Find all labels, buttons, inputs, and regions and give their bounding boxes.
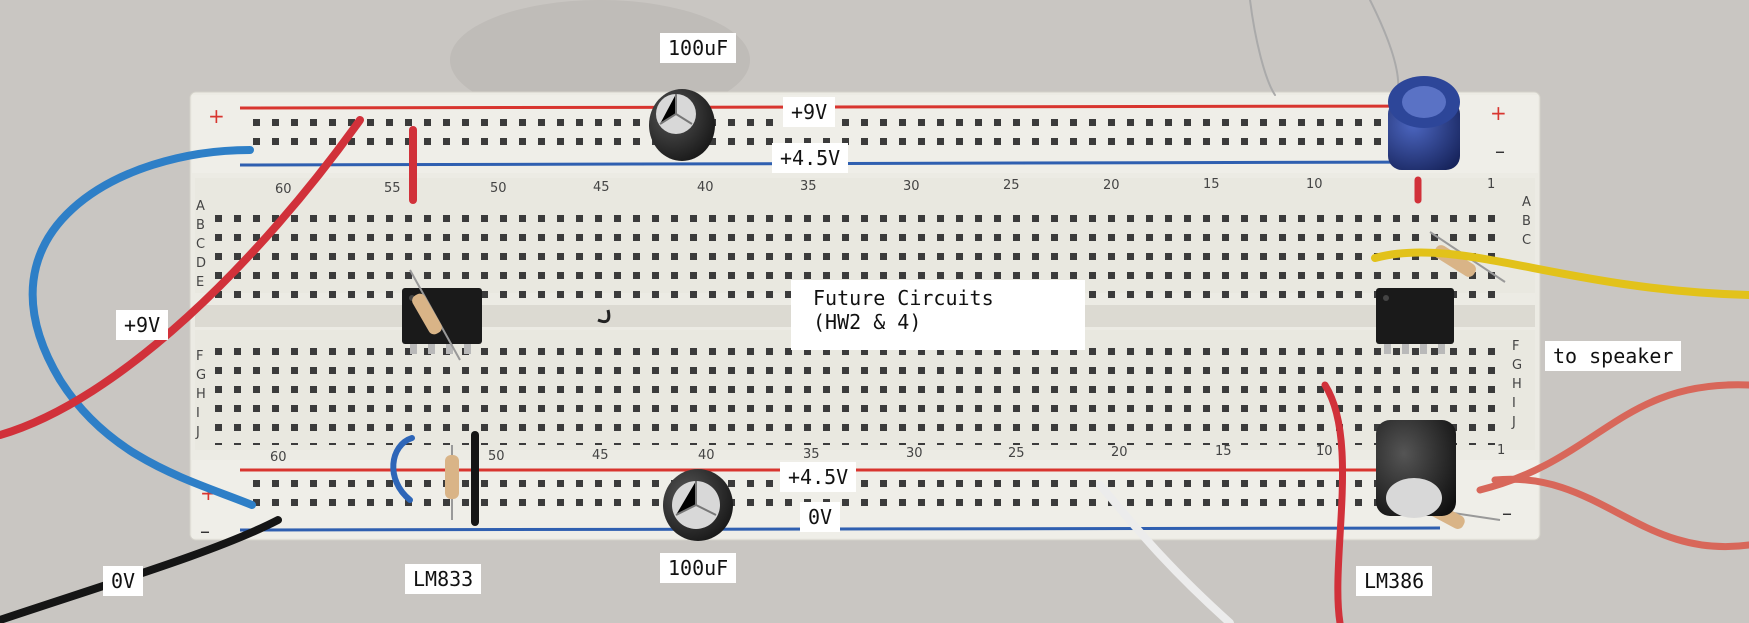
column-number: 15 [1203,177,1220,192]
blue-jumper-bottom [390,435,415,503]
label-100uf-bottom: 100uF [660,553,737,583]
row-letters-top: A B C D E A B C [196,195,1531,290]
label-lm386: LM386 [1356,566,1433,596]
grey-lead-left-top [1249,0,1276,96]
label-plus9v-left: +9V [116,310,169,340]
label-plus9v-top: +9V [783,97,836,127]
label-future-circuits: Future Circuits (HW2 & 4) [791,280,1085,350]
column-number: 10 [1306,177,1323,192]
marker-mark [597,309,611,324]
blue-wire-left [28,146,256,509]
row-letter: G [1512,358,1522,373]
column-number: 25 [1008,446,1025,461]
rail-minus-bottom-right: – [1502,501,1512,525]
column-number: 40 [697,180,714,195]
row-letter: H [196,387,206,402]
column-number: 30 [906,446,923,461]
capacitor-bottom-left [663,469,733,541]
column-number: 1 [1487,177,1495,192]
column-number: 35 [800,179,817,194]
rail-minus-top-right: – [1495,139,1505,163]
row-letters-bottom: F G H I J F G H I J [195,339,1522,440]
column-number: 50 [490,181,507,196]
capacitor-top-right-blue [1388,76,1460,170]
lm386-chip [1376,288,1454,354]
row-letter: D [196,256,206,271]
row-letter: A [1522,195,1531,210]
column-number: 30 [903,179,920,194]
column-number: 55 [384,181,401,196]
speaker-wire [1476,381,1749,494]
grey-lead-top [1369,0,1400,91]
row-letter: C [1522,233,1531,248]
row-letter: J [195,425,200,440]
column-number: 25 [1003,178,1020,193]
column-number: 10 [1316,444,1333,459]
label-0v-bottom-rail: 0V [800,502,841,532]
rail-plus-top-left: + [208,104,225,128]
rail-plus-top-right: + [1490,101,1507,125]
capacitor-bottom-right [1376,420,1456,518]
row-letter: G [196,368,206,383]
column-number: 50 [488,449,505,464]
speaker-wire-lower [1491,475,1749,551]
column-number: 20 [1111,445,1128,460]
row-letter: B [1522,214,1531,229]
row-letter: F [196,349,203,364]
row-letter: H [1512,377,1522,392]
column-number: 45 [592,448,609,463]
resistor-on-lm833 [409,269,461,361]
row-letter: I [196,406,200,421]
white-wire [1096,481,1234,623]
red-wire-left [0,116,364,439]
row-letter: F [1512,339,1519,354]
column-number: 60 [270,450,287,465]
resistor-bottom-left [445,445,459,520]
column-number: 45 [593,180,610,195]
rail-minus-bottom-left: – [200,519,210,543]
column-numbers-bottom: 60 50 45 40 35 30 25 20 15 10 1 [270,443,1505,465]
label-100uf-top: 100uF [660,33,737,63]
red-wire-lower-right [1321,381,1346,623]
row-letter: J [1511,415,1516,430]
column-number: 40 [698,448,715,463]
row-letter: A [196,199,205,214]
column-number: 60 [275,182,292,197]
label-to-speaker: to speaker [1545,341,1682,371]
row-letter: I [1512,396,1516,411]
row-letter: E [196,275,204,290]
column-number: 1 [1497,443,1505,458]
black-wire-left [0,516,282,623]
label-plus4.5v-bottom: +4.5V [780,462,857,492]
yellow-wire [1371,248,1749,299]
column-number: 15 [1215,444,1232,459]
capacitor-top-left [649,89,715,161]
label-0v-left: 0V [103,566,144,596]
column-number: 20 [1103,178,1120,193]
label-plus4.5v-top: +4.5V [772,143,849,173]
column-number: 35 [803,447,820,462]
row-letter: C [196,237,205,252]
label-lm833: LM833 [405,564,482,594]
row-letter: B [196,218,205,233]
bottom-terminal-holes [215,345,1495,445]
column-numbers-top: 60 55 50 45 40 35 30 25 20 15 10 1 [275,177,1495,197]
top-rail-red-line [239,104,1441,110]
